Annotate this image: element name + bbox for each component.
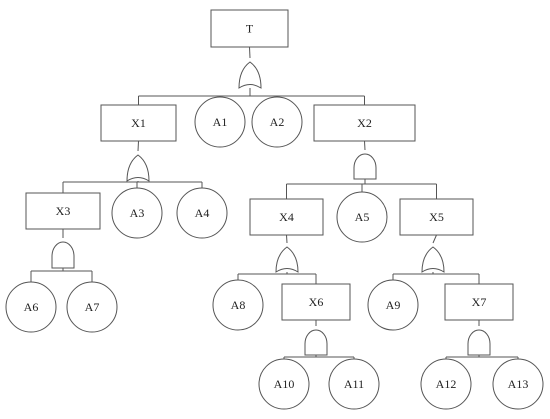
basic-event-circle-a6 <box>5 281 57 333</box>
event-box-x2 <box>313 104 416 142</box>
event-box-x3 <box>25 192 101 230</box>
event-box-t <box>210 9 289 48</box>
event-label-a12: A12 <box>436 377 457 391</box>
connector-x4-gate <box>286 234 288 244</box>
event-label-a11: A11 <box>344 377 364 391</box>
basic-event-circle-a13 <box>492 358 544 410</box>
event-box-x6 <box>281 283 351 321</box>
basic-event-circle-a10 <box>258 358 310 410</box>
event-label-a3: A3 <box>130 206 145 220</box>
event-box-x7 <box>444 283 514 321</box>
and-gate-x2-icon <box>353 153 377 180</box>
basic-event-circle-a1 <box>194 96 246 148</box>
event-label-x4: X4 <box>279 210 294 224</box>
connector-t-gate <box>249 46 251 59</box>
event-label-x5: X5 <box>429 210 444 224</box>
connector-x5-gate <box>432 234 437 244</box>
and-gate-x7-icon <box>467 329 491 356</box>
and-gate-x6-icon <box>304 329 328 356</box>
basic-event-circle-a9 <box>367 279 419 331</box>
and-gate-x3-icon <box>51 241 75 269</box>
event-label-a9: A9 <box>386 298 401 312</box>
event-label-a8: A8 <box>231 298 246 312</box>
basic-event-circle-a7 <box>66 281 118 333</box>
event-label-x1: X1 <box>131 116 146 130</box>
event-label-a2: A2 <box>270 115 285 129</box>
event-label-t: T <box>246 22 254 36</box>
event-box-x1 <box>100 104 177 142</box>
event-label-a6: A6 <box>24 300 39 314</box>
event-box-x4 <box>249 198 324 236</box>
event-label-a5: A5 <box>355 210 370 224</box>
event-label-a13: A13 <box>508 377 529 391</box>
basic-event-circle-a11 <box>328 358 380 410</box>
event-label-a4: A4 <box>195 206 210 220</box>
event-label-x2: X2 <box>357 116 372 130</box>
event-box-x5 <box>399 198 474 236</box>
basic-event-circle-a2 <box>251 96 303 148</box>
basic-event-circle-a3 <box>111 187 163 239</box>
or-gate-x5-icon <box>421 246 445 273</box>
basic-event-circle-a5 <box>336 191 388 243</box>
event-label-a7: A7 <box>85 300 100 314</box>
event-label-x3: X3 <box>56 204 71 218</box>
event-label-x6: X6 <box>309 295 324 309</box>
basic-event-circle-a8 <box>212 279 264 331</box>
or-gate-x4-icon <box>275 246 299 273</box>
event-label-a10: A10 <box>274 377 295 391</box>
connector-x2-gate <box>364 140 366 151</box>
event-label-a1: A1 <box>213 115 228 129</box>
connector-x1-gate <box>137 140 139 152</box>
or-gate-x1-icon <box>126 154 150 182</box>
basic-event-circle-a12 <box>420 358 472 410</box>
basic-event-circle-a4 <box>176 187 228 239</box>
event-label-x7: X7 <box>472 295 487 309</box>
or-gate-t-icon <box>238 61 262 89</box>
